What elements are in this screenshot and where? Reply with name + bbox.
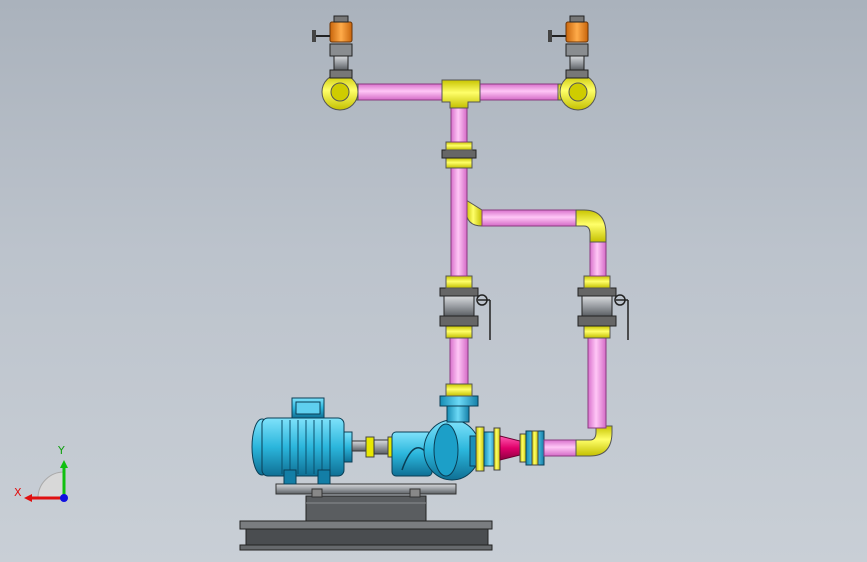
- bypass-line: [465, 199, 607, 243]
- electric-motor: [251, 397, 367, 485]
- tee-fitting: [441, 79, 481, 109]
- x-axis-label: X: [14, 486, 22, 499]
- base-frame: [239, 483, 493, 551]
- centrifugal-pump: [391, 395, 481, 481]
- right-riser: [577, 239, 629, 429]
- discharge-manifold: [321, 73, 597, 111]
- coordinate-triad: X Y: [14, 444, 68, 502]
- actuated-valve-right: [548, 15, 589, 79]
- main-riser: [439, 103, 491, 397]
- y-axis-label: Y: [57, 444, 65, 457]
- z-axis-dot: [60, 494, 68, 502]
- suction-line: [475, 425, 613, 472]
- actuated-valve-left: [312, 15, 353, 79]
